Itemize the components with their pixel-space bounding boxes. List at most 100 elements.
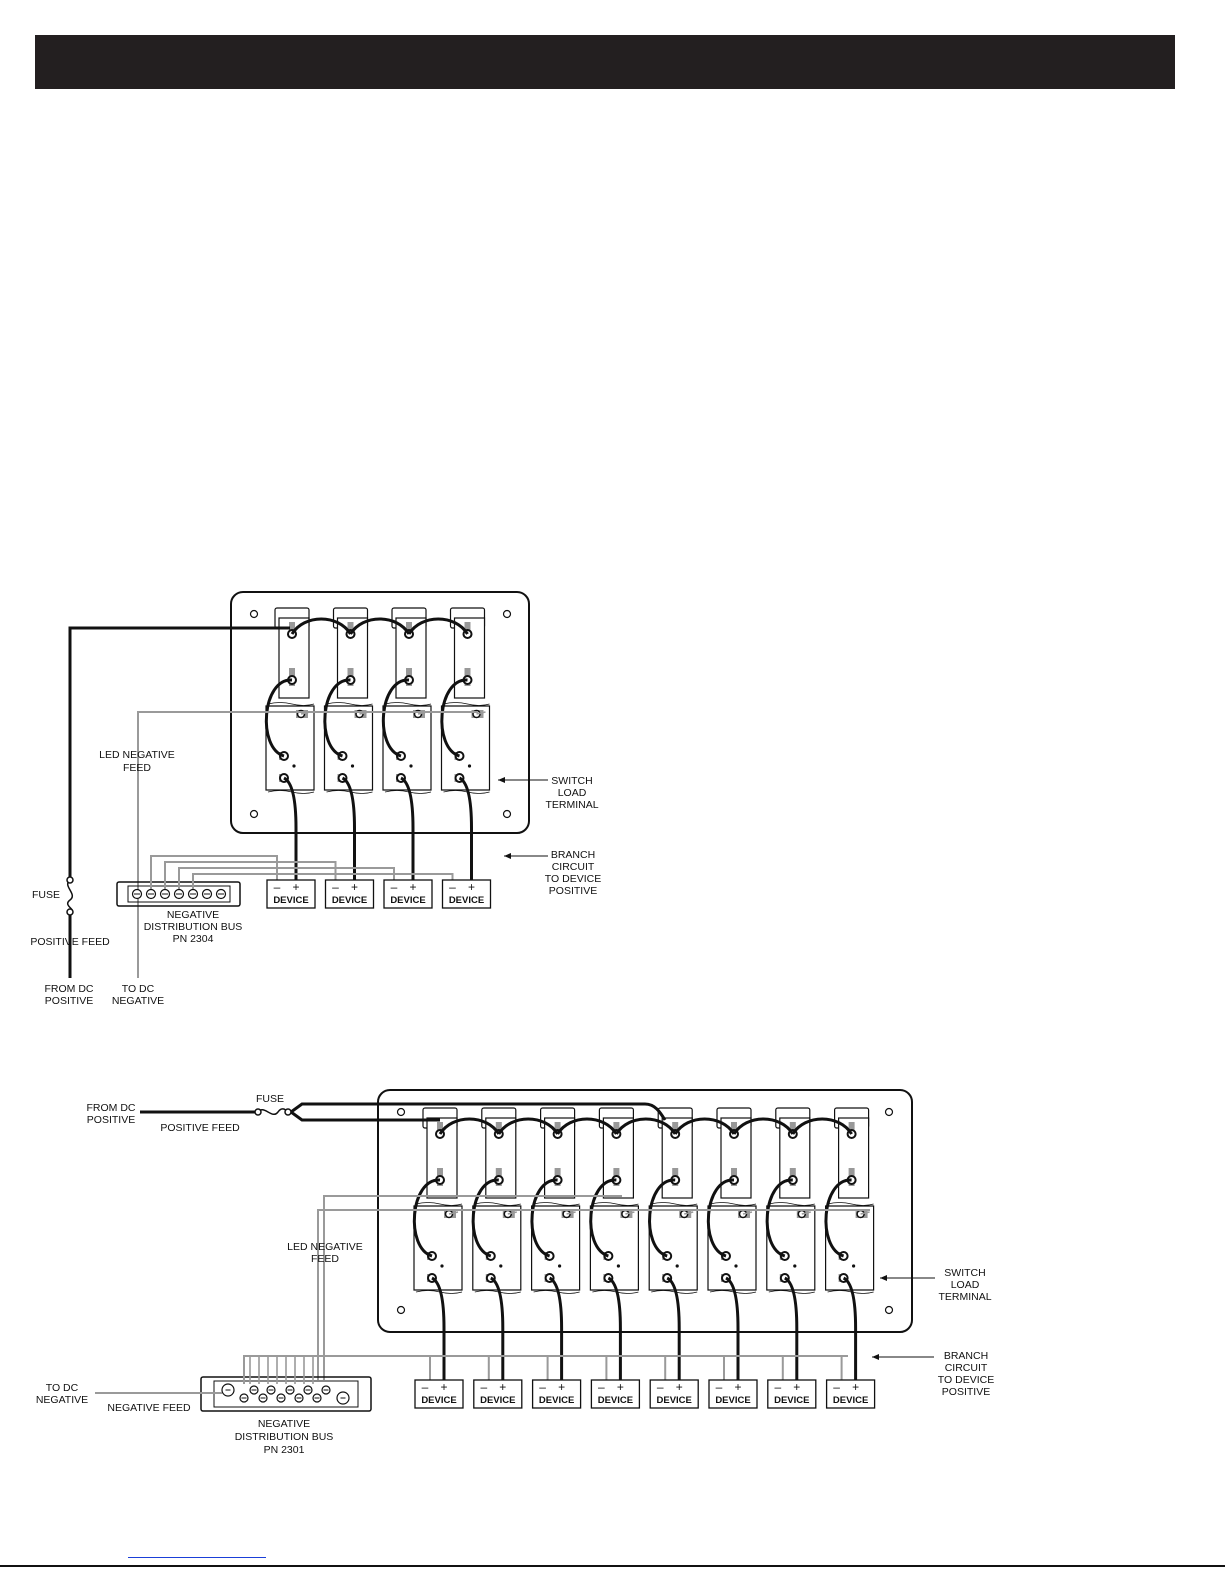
indicator-dot xyxy=(616,1264,621,1268)
jumper-wire xyxy=(412,1178,441,1258)
mount-hole xyxy=(502,609,512,619)
fuse-label: FUSE xyxy=(256,1093,284,1105)
to-dc-negative-label-2: NEGATIVE xyxy=(36,1394,88,1406)
device-plus: + xyxy=(617,1380,624,1394)
device-box xyxy=(383,879,433,909)
device-row-8: –+DEVICE–+DEVICE–+DEVICE–+DEVICE–+DEVICE… xyxy=(414,1379,876,1409)
device-minus: – xyxy=(391,880,398,894)
jumper-wire xyxy=(440,678,468,758)
branch-circuit-label-4: POSITIVE xyxy=(549,885,597,897)
terminal-tab xyxy=(495,1122,502,1134)
mount-hole xyxy=(884,1305,894,1315)
led-link xyxy=(742,1211,753,1215)
negative-wire-2 xyxy=(164,861,337,889)
to-dc-negative-label-1: TO DC xyxy=(46,1382,79,1394)
breaker-body xyxy=(382,705,432,791)
branch-circuit-label-3: TO DEVICE xyxy=(545,873,601,885)
diagram-8-switch: –+DEVICE–+DEVICE–+DEVICE–+DEVICE–+DEVICE… xyxy=(36,1089,994,1456)
led-link xyxy=(507,1211,517,1215)
switch-3 xyxy=(530,1107,581,1294)
indicator-dot xyxy=(852,1264,856,1268)
terminal-tab xyxy=(613,1122,620,1134)
branch-wires-4 xyxy=(150,776,473,889)
branch-wire-2 xyxy=(489,1276,505,1380)
negative-bus-label-3: PN 2301 xyxy=(264,1444,305,1456)
device-label: DEVICE xyxy=(657,1395,692,1406)
jumper-wire xyxy=(648,1178,676,1258)
device-box xyxy=(590,1379,641,1409)
branch-wire-6 xyxy=(725,1276,740,1380)
terminal-tab xyxy=(848,1122,855,1134)
device-box xyxy=(531,1379,582,1409)
positive-feed-split xyxy=(290,1102,667,1122)
device-minus: – xyxy=(449,880,456,894)
device-minus: – xyxy=(774,1380,781,1394)
device-1: –+DEVICE xyxy=(266,879,316,909)
branch-wire-5 xyxy=(666,1276,681,1380)
device-3: –+DEVICE xyxy=(531,1379,582,1409)
device-box xyxy=(473,1379,523,1409)
from-dc-positive-label-2: POSITIVE xyxy=(45,995,93,1007)
from-dc-positive-label-1: FROM DC xyxy=(45,983,94,995)
jumper-wire xyxy=(765,1178,793,1258)
breaker-body xyxy=(531,1205,581,1291)
device-box xyxy=(708,1379,758,1409)
branch-circuit-label-2: CIRCUIT xyxy=(552,861,595,873)
breaker-body xyxy=(589,1205,639,1291)
device-box xyxy=(767,1379,817,1409)
device-plus: + xyxy=(676,1380,683,1394)
device-7: –+DEVICE xyxy=(767,1379,817,1409)
breaker-body xyxy=(265,705,315,791)
switch-row-8 xyxy=(412,1107,875,1294)
device-label: DEVICE xyxy=(332,895,367,906)
led-link xyxy=(684,1211,694,1215)
switch-6 xyxy=(706,1107,757,1294)
breaker-body xyxy=(648,1205,698,1291)
fuse-terminal xyxy=(66,908,74,916)
device-box xyxy=(649,1379,699,1409)
terminal-tab xyxy=(406,622,412,634)
indicator-dot xyxy=(793,1264,797,1268)
device-plus: + xyxy=(468,880,475,894)
led-link xyxy=(801,1211,811,1215)
footer-link-underline[interactable] xyxy=(128,1557,266,1558)
indicator-dot xyxy=(499,1264,503,1268)
switch-load-label-1: SWITCH xyxy=(944,1267,985,1279)
indicator-dot xyxy=(467,764,472,768)
branch-circuit-label-1: BRANCH xyxy=(944,1350,988,1362)
device-minus: – xyxy=(833,1380,840,1394)
device-minus: – xyxy=(274,880,281,894)
indicator-dot xyxy=(409,764,413,768)
negative-wire-4 xyxy=(192,873,454,889)
indicator-dot xyxy=(350,764,355,768)
mount-hole xyxy=(396,1305,406,1315)
device-minus: – xyxy=(657,1380,664,1394)
negative-bus-label-3: PN 2304 xyxy=(173,933,214,945)
negative-bus-label-1: NEGATIVE xyxy=(258,1418,310,1430)
breaker-body xyxy=(707,1205,757,1291)
device-minus: – xyxy=(422,1380,429,1394)
jumper-wire xyxy=(381,678,410,758)
positive-feed-wire xyxy=(68,626,290,978)
device-box xyxy=(266,879,316,909)
device-4: –+DEVICE xyxy=(441,879,492,909)
led-negative-wire xyxy=(317,1195,870,1380)
led-negative-feed-label-2: FEED xyxy=(123,762,151,774)
branch-wire-4 xyxy=(458,776,473,880)
terminal-tab xyxy=(347,622,354,634)
from-dc-positive-label-2: POSITIVE xyxy=(87,1114,135,1126)
mount-hole xyxy=(249,809,259,819)
branch-wire-3 xyxy=(548,1276,564,1380)
breaker-body xyxy=(472,1205,522,1291)
led-link xyxy=(566,1211,576,1215)
device-plus: + xyxy=(558,1380,565,1394)
terminal-tab xyxy=(289,622,295,634)
device-plus: + xyxy=(440,1380,447,1394)
jumper-wire xyxy=(530,1178,558,1258)
from-dc-positive-label-1: FROM DC xyxy=(87,1102,136,1114)
device-label: DEVICE xyxy=(774,1395,809,1406)
jumper-wire xyxy=(264,678,293,758)
indicator-dot xyxy=(292,764,296,768)
jumper-wire xyxy=(589,1178,617,1258)
